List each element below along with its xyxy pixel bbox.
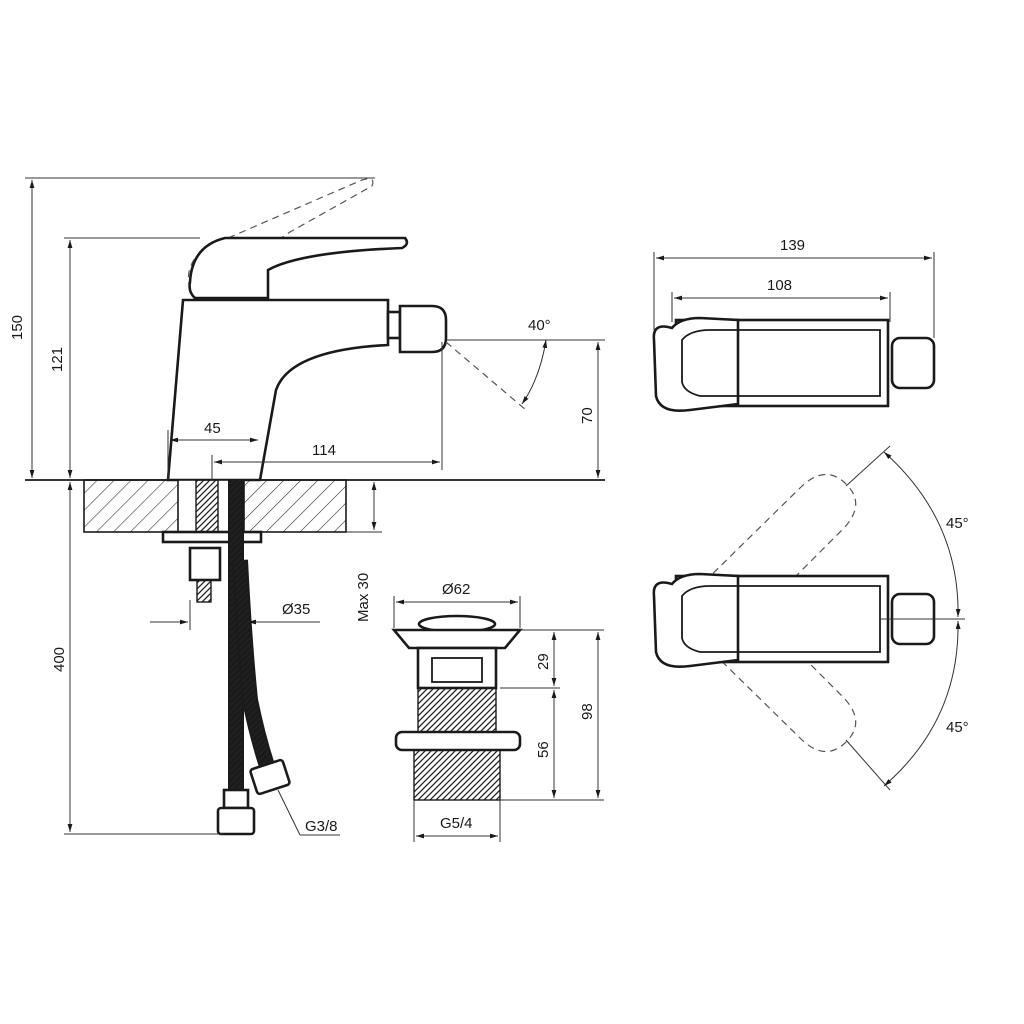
top-length-inner-label: 108: [767, 277, 792, 294]
spout-reach-label: 114: [312, 442, 336, 459]
rotated-handle-right: [695, 593, 857, 753]
waste-nut: [394, 730, 522, 752]
height-body-label: 121: [49, 347, 66, 372]
hose-thread-label: G3/8: [305, 818, 338, 835]
base-diameter-label: Ø35: [282, 601, 310, 618]
waste-total-label: 98: [579, 703, 596, 720]
waste-lower-label: 56: [535, 741, 552, 758]
hose-nut-b: [249, 758, 291, 796]
fixing-nut: [188, 546, 222, 582]
waste-flange: [391, 628, 523, 650]
waste-top-label: 29: [535, 653, 552, 670]
rotation-arc: [883, 451, 961, 618]
hose-thread-leader: [277, 789, 301, 836]
body-width-label: 45: [204, 420, 221, 437]
pop-up-waste: Ø62 G5/4 29 56 98: [391, 581, 604, 842]
jet-angle-label: 40°: [528, 317, 551, 334]
mounting-plate: [161, 530, 263, 544]
side-view: 40° G3/8 150 121 45: [9, 177, 605, 836]
top-aerator: [890, 336, 936, 390]
jet-direction-line: [445, 341, 527, 411]
rotation-left-label: 45°: [946, 515, 969, 532]
rotation-right-label: 45°: [946, 719, 969, 736]
threaded-rod: [195, 479, 219, 533]
waste-window: [431, 657, 483, 683]
top-length-label: 139: [780, 237, 805, 254]
rotation-handle-outline: [652, 572, 740, 668]
spout-height-label: 70: [579, 407, 596, 424]
top-view: 139 108: [652, 237, 936, 412]
max-thickness-label: Max 30: [355, 573, 372, 622]
fixing-stud: [196, 579, 212, 603]
hose-length-label: 400: [51, 647, 68, 672]
mixer-body: [166, 298, 390, 482]
height-total-label: 150: [9, 315, 26, 340]
waste-diameter-label: Ø62: [442, 581, 470, 598]
waste-thread-upper: [417, 687, 497, 733]
hose-nut-a: [216, 806, 256, 836]
top-handle-outline: [652, 316, 740, 412]
rotation-view: 45° 45°: [652, 445, 969, 791]
waste-thread-label: G5/4: [440, 815, 473, 832]
rotated-handle-left: [695, 473, 857, 633]
lever-handle: [188, 236, 409, 300]
spout-nozzle: [386, 310, 402, 340]
aerator: [398, 304, 448, 354]
jet-angle-arc: [521, 339, 548, 405]
waste-thread-lower: [413, 749, 501, 801]
hose-ferrule-a: [222, 788, 250, 810]
